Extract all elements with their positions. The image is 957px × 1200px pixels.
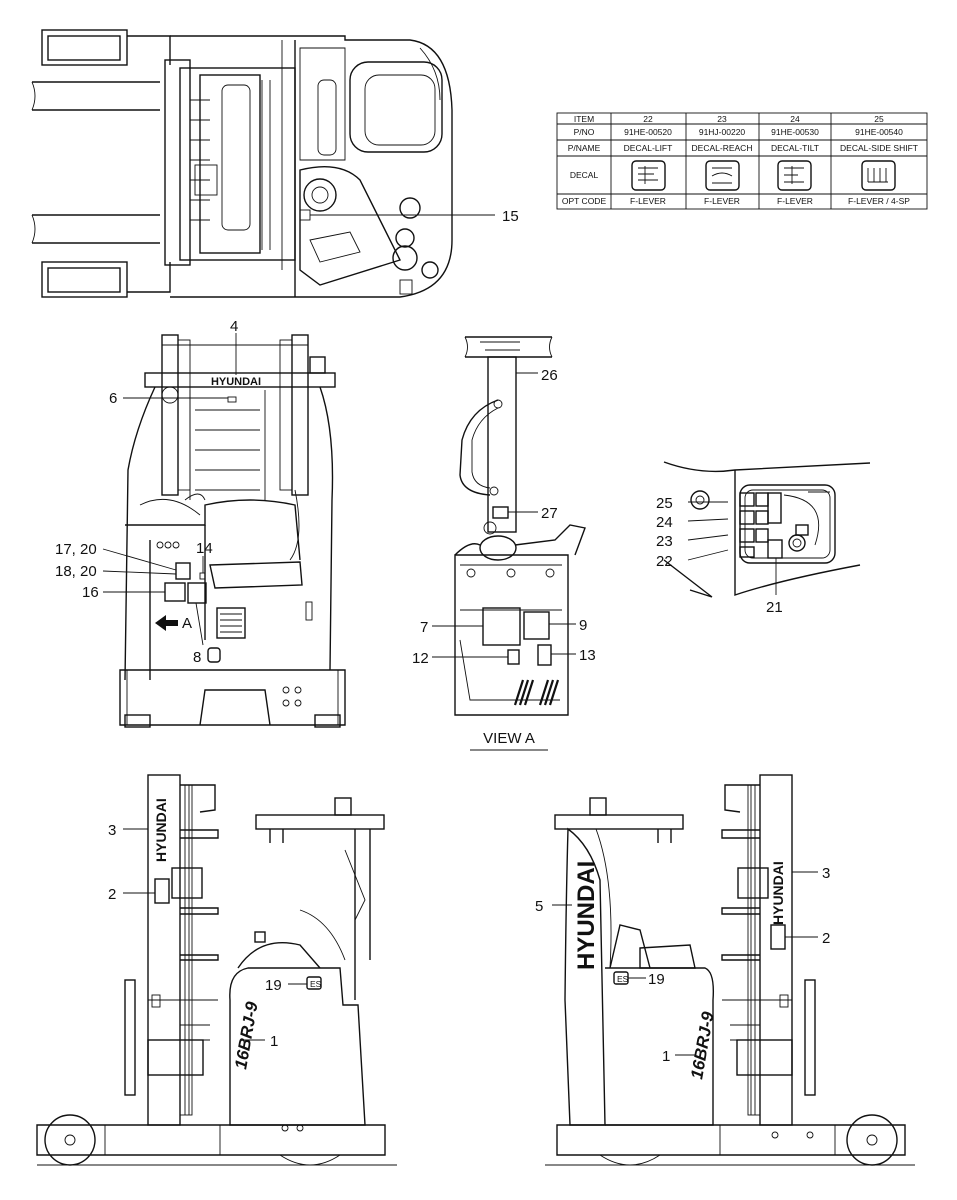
callout-1-right: 1: [662, 1048, 670, 1065]
cell-opt-code: F-LEVER: [630, 196, 666, 206]
callout-12: 12: [412, 650, 429, 667]
callout-27: 27: [541, 505, 558, 522]
rear-view-brand: HYUNDAI: [211, 376, 261, 388]
cell-opt-code: F-LEVER: [777, 196, 813, 206]
row-header-pno: P/NO: [574, 127, 595, 137]
table-column-25: 25 91HE-00540 DECAL-SIDE SHIFT F-LEVER /…: [840, 114, 918, 206]
callout-1-left: 1: [270, 1033, 278, 1050]
left-mast-brand: HYUNDAI: [153, 798, 169, 862]
table-column-22: 22 91HE-00520 DECAL-LIFT F-LEVER: [624, 114, 673, 206]
callout-3-right: 3: [822, 865, 830, 882]
callout-14: 14: [196, 540, 213, 557]
callout-8: 8: [193, 649, 201, 666]
callout-3-left: 3: [108, 822, 116, 839]
callout-4: 4: [230, 318, 238, 335]
left-es-mark: ES: [310, 979, 322, 989]
cell-pno: 91HJ-00220: [699, 127, 746, 137]
callout-13: 13: [579, 647, 596, 664]
callout-9: 9: [579, 617, 587, 634]
cell-item: 25: [874, 114, 884, 124]
cell-item: 23: [717, 114, 727, 124]
callout-7: 7: [420, 619, 428, 636]
cell-item: 22: [643, 114, 653, 124]
view-a-drawing: [432, 336, 586, 751]
right-mast-brand: HYUNDAI: [770, 861, 786, 925]
cell-opt-code: F-LEVER: [704, 196, 740, 206]
callout-18-20: 18, 20: [55, 563, 97, 580]
table-column-24: 24 91HE-00530 DECAL-TILT F-LEVER: [771, 114, 819, 206]
callout-15: 15: [502, 208, 519, 225]
cell-pno: 91HE-00530: [771, 127, 819, 137]
cell-pname: DECAL-LIFT: [624, 143, 673, 153]
row-header-decal: DECAL: [570, 170, 599, 180]
row-header-item: ITEM: [574, 114, 594, 124]
callout-6: 6: [109, 390, 117, 407]
callout-26: 26: [541, 367, 558, 384]
cell-pname: DECAL-REACH: [692, 143, 753, 153]
row-header-pname: P/NAME: [568, 143, 601, 153]
callout-19-right: 19: [648, 971, 665, 988]
right-es-mark: ES: [617, 974, 629, 984]
table-column-23: 23 91HJ-00220 DECAL-REACH F-LEVER: [692, 114, 753, 206]
cell-pname: DECAL-SIDE SHIFT: [840, 143, 918, 153]
callout-21: 21: [766, 599, 783, 616]
right-side-view-drawing: [545, 774, 915, 1166]
callout-5: 5: [535, 898, 543, 915]
callout-24: 24: [656, 514, 673, 531]
left-side-view-drawing: [36, 774, 397, 1166]
top-view-drawing: [31, 29, 495, 298]
cell-item: 24: [790, 114, 800, 124]
callout-25: 25: [656, 495, 673, 512]
decal-table: [556, 112, 928, 210]
right-guard-brand: HYUNDAI: [573, 861, 600, 970]
table-row-headers: ITEM P/NO P/NAME DECAL OPT CODE: [562, 114, 607, 206]
cell-pno: 91HE-00540: [855, 127, 903, 137]
left-model-name: 16BRJ-9: [231, 1000, 262, 1071]
arrow-a-label: A: [182, 615, 192, 632]
callout-23: 23: [656, 533, 673, 550]
cell-opt-code: F-LEVER / 4-SP: [848, 196, 910, 206]
row-header-opt-code: OPT CODE: [562, 196, 607, 206]
callout-19-left: 19: [265, 977, 282, 994]
rear-view-drawing: [102, 333, 346, 728]
cell-pname: DECAL-TILT: [771, 143, 819, 153]
callout-2-left: 2: [108, 886, 116, 903]
callout-16: 16: [82, 584, 99, 601]
callout-2-right: 2: [822, 930, 830, 947]
callout-22: 22: [656, 553, 673, 570]
lever-detail-drawing: [663, 461, 871, 598]
cell-pno: 91HE-00520: [624, 127, 672, 137]
callout-17-20: 17, 20: [55, 541, 97, 558]
view-a-title: VIEW A: [483, 730, 535, 747]
